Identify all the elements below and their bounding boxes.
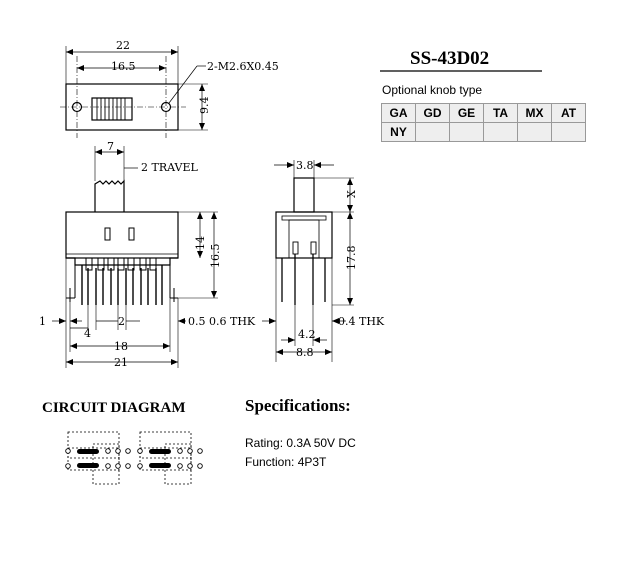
dim-span: 18 bbox=[114, 340, 128, 353]
side-view bbox=[262, 160, 354, 362]
front-view bbox=[52, 146, 218, 368]
dim-top-width: 22 bbox=[116, 39, 130, 52]
circuit-title: CIRCUIT DIAGRAM bbox=[42, 400, 185, 416]
knob-cell: GE bbox=[449, 103, 484, 123]
knob-cell: MX bbox=[517, 103, 552, 123]
dim-side-knob: 3.8 bbox=[296, 159, 314, 172]
dim-side-width: 8.8 bbox=[296, 346, 314, 359]
dim-side-height: 17.8 bbox=[345, 246, 358, 271]
knob-cell bbox=[483, 122, 518, 142]
dim-side-inner: 4.2 bbox=[298, 328, 316, 341]
spec-function: Function: 4P3T bbox=[245, 455, 327, 469]
knob-row: GA GD GE TA MX AT bbox=[381, 103, 586, 123]
knob-cell: NY bbox=[381, 122, 416, 142]
knob-cell bbox=[551, 122, 586, 142]
knob-cell bbox=[517, 122, 552, 142]
dim-hole-spacing: 16.5 bbox=[111, 60, 136, 73]
dimension-labels: 22 16.5 2-M2.6X0.45 9.4 7 2 TRAVEL 14 16… bbox=[39, 39, 385, 369]
top-view bbox=[60, 46, 208, 138]
knob-cell: GA bbox=[381, 103, 416, 123]
knob-caption: Optional knob type bbox=[382, 83, 482, 97]
model-number: SS-43D02 bbox=[410, 48, 489, 69]
knob-cell: TA bbox=[483, 103, 518, 123]
knob-type-table: GA GD GE TA MX AT NY bbox=[381, 103, 586, 142]
dim-total-height: 16.5 bbox=[209, 244, 222, 269]
dim-knob-width: 7 bbox=[107, 140, 114, 153]
knob-cell: AT bbox=[551, 103, 586, 123]
knob-cell: GD bbox=[415, 103, 450, 123]
dim-pin-offset: 1 bbox=[39, 315, 46, 328]
dim-hole-note: 2-M2.6X0.45 bbox=[207, 60, 279, 73]
dim-body-height: 14 bbox=[194, 236, 207, 250]
knob-cell bbox=[449, 122, 484, 142]
dim-pitch-a: 4 bbox=[84, 327, 91, 340]
dim-travel: 2 TRAVEL bbox=[141, 161, 198, 174]
dim-top-height: 9.4 bbox=[198, 97, 211, 115]
circuit-diagram bbox=[65, 431, 203, 485]
dim-front-width: 21 bbox=[114, 356, 128, 369]
dim-front-thk: 0.5 0.6 THK bbox=[188, 315, 256, 328]
dim-side-thk: 0.4 THK bbox=[338, 315, 385, 328]
dim-pitch-b: 2 bbox=[118, 315, 125, 328]
knob-cell bbox=[415, 122, 450, 142]
dim-knob-height: X bbox=[345, 190, 358, 198]
knob-row: NY bbox=[381, 122, 586, 142]
spec-title: Specifications: bbox=[245, 396, 351, 415]
spec-rating: Rating: 0.3A 50V DC bbox=[245, 436, 356, 450]
